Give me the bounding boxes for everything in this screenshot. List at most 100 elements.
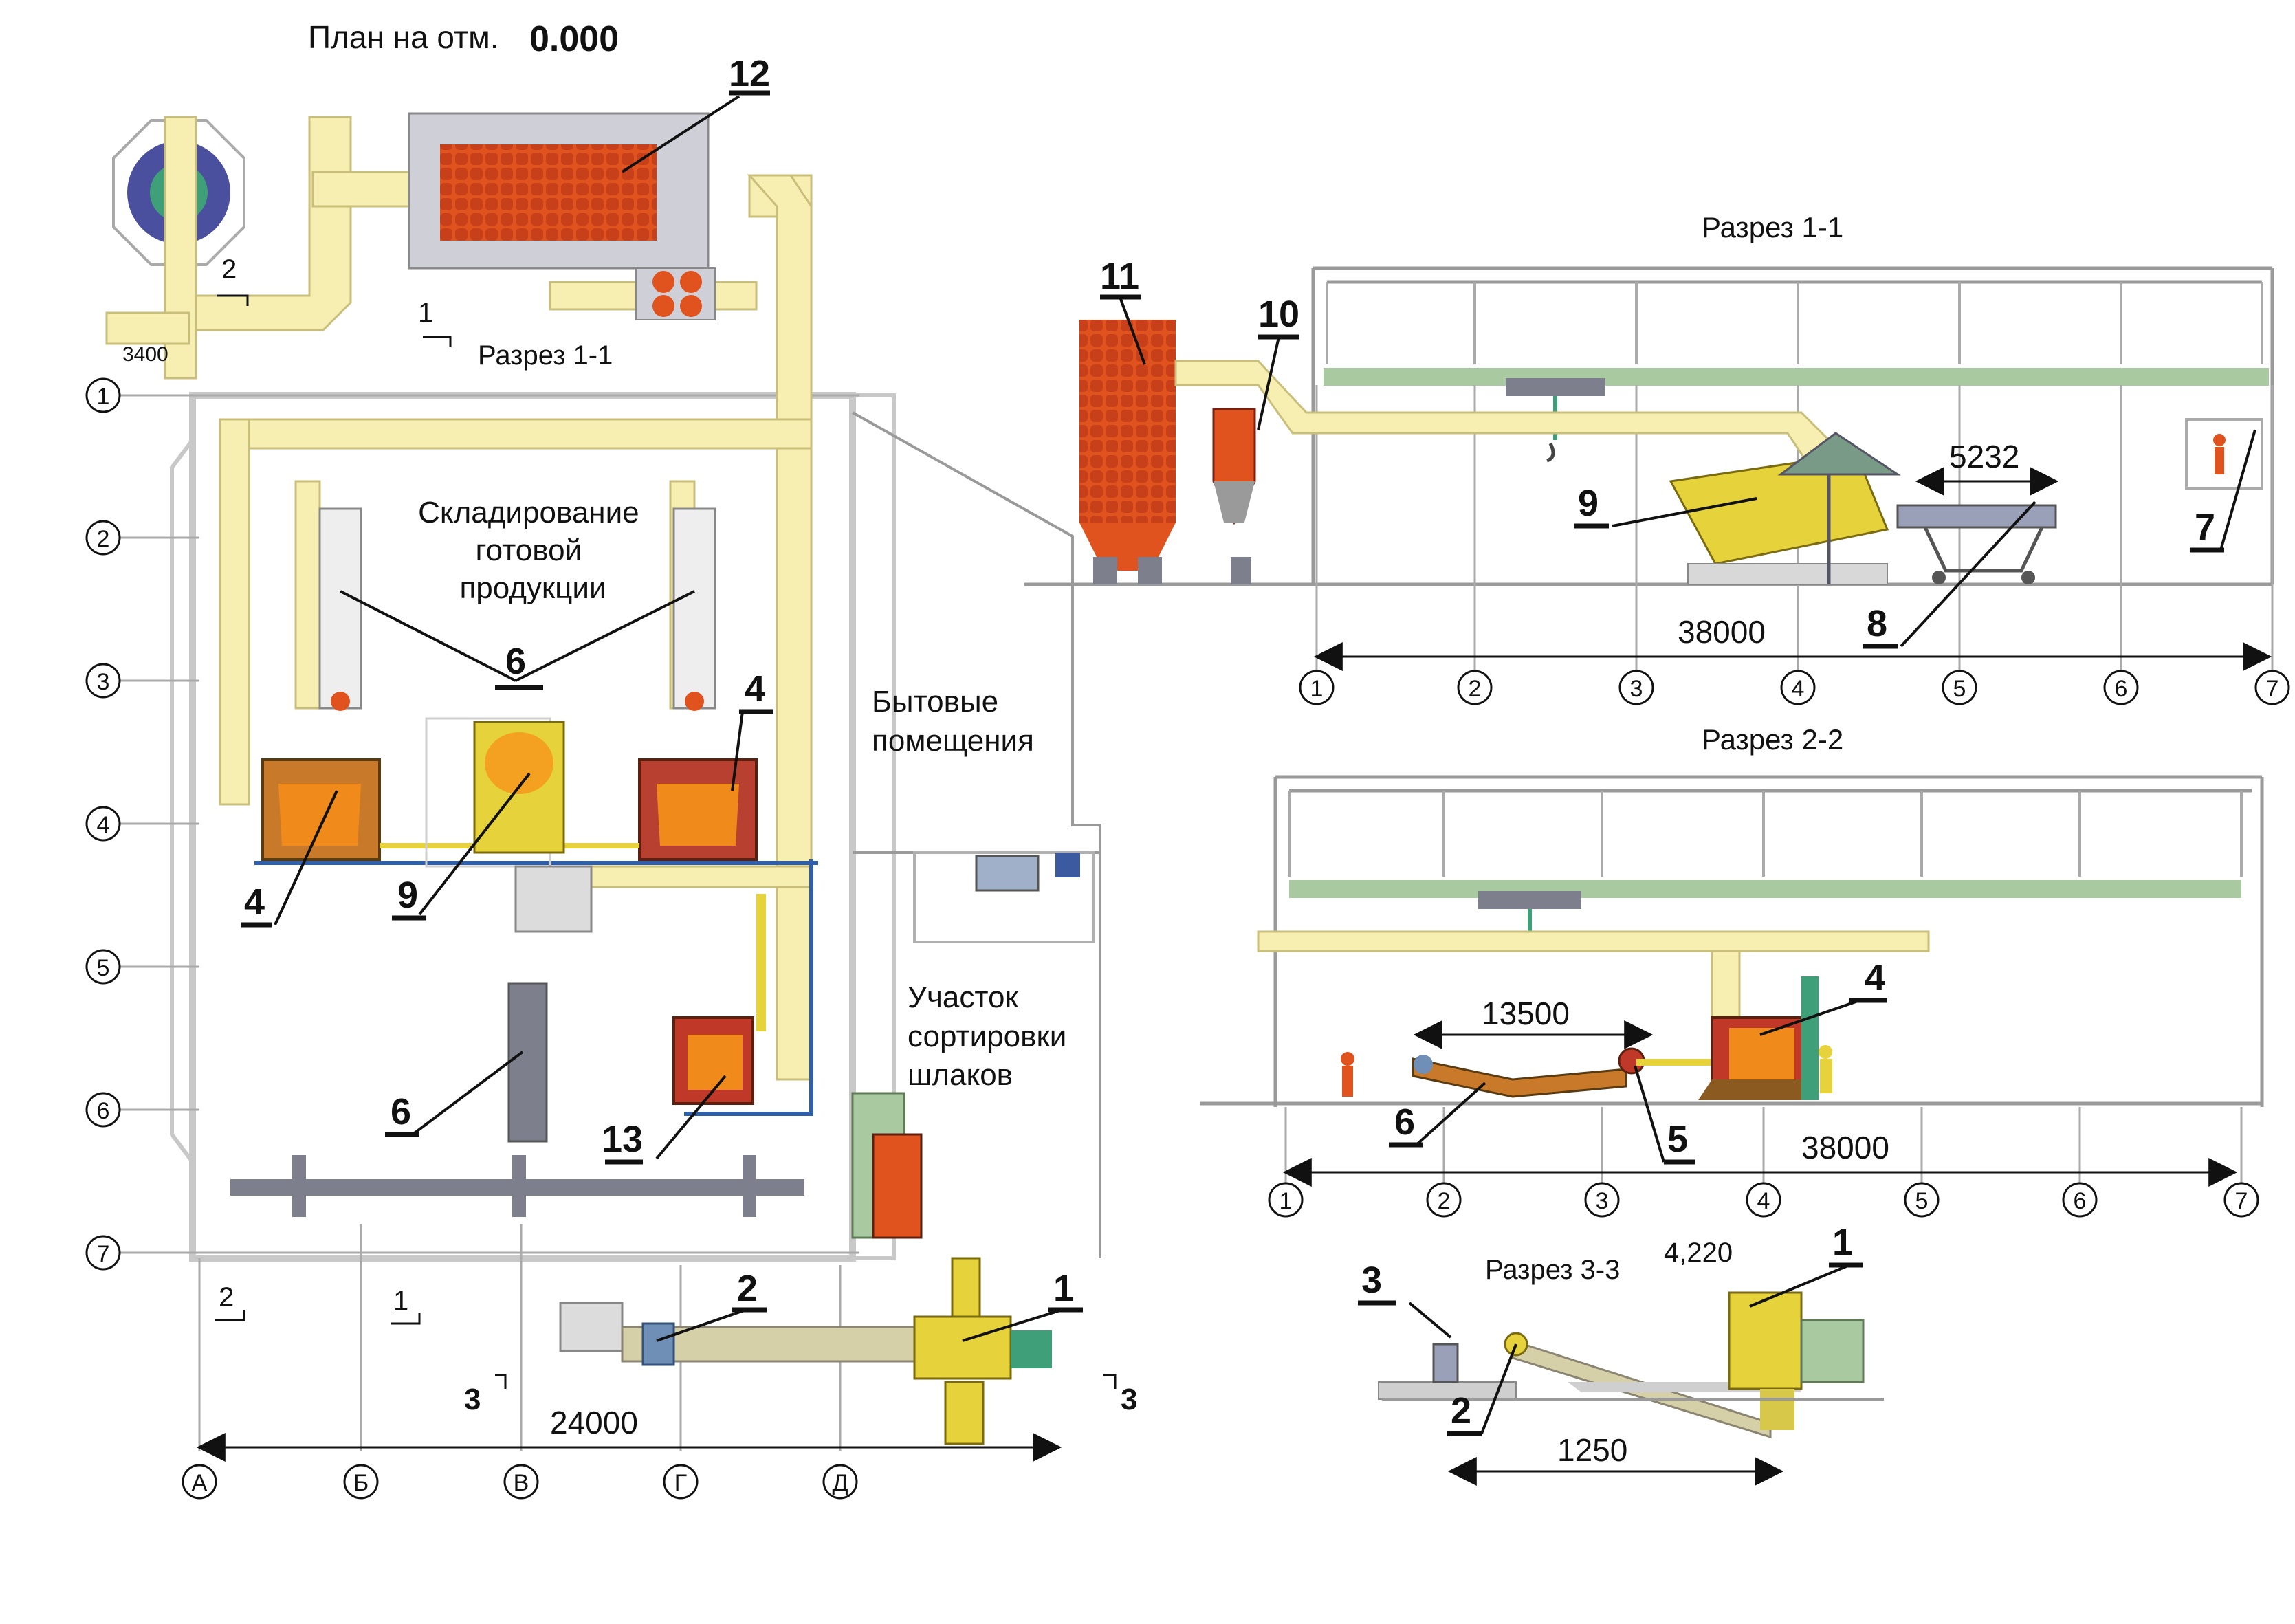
plan-cut-mark-1-top: 1 <box>418 298 433 328</box>
plan-row-axis-1: 1 <box>97 384 110 410</box>
callout-9-section: 9 <box>1578 483 1599 524</box>
conveyor-2-drive <box>641 1322 675 1366</box>
callout-5: 5 <box>1667 1119 1688 1160</box>
plan-section-label: Разрез 1-1 <box>478 340 613 371</box>
s22-axis-3: 3 <box>1596 1188 1609 1214</box>
dim-13500: 13500 <box>1482 996 1570 1031</box>
duct-2-2 <box>1257 930 1930 952</box>
plan-title-prefix: План на отм. <box>308 19 498 55</box>
plan-title-level: 0.000 <box>529 19 619 59</box>
callout-13: 13 <box>602 1119 643 1160</box>
zone-household-label: Бытовые помещения <box>872 685 1034 758</box>
callout-7: 7 <box>2195 507 2215 548</box>
plan-dim-24000: 24000 <box>550 1405 638 1440</box>
callout-4-left: 4 <box>244 881 265 923</box>
plan-row-axes: 1 2 3 4 5 6 7 <box>85 377 121 1271</box>
plan-cut-mark-1-bottom: 1 <box>393 1286 408 1316</box>
crusher-1-plan <box>913 1315 1012 1380</box>
s22-axis-7: 7 <box>2235 1188 2248 1214</box>
section-1-1-title: Разрез 1-1 <box>1702 211 1843 243</box>
plan-view: План на отм. 0.000 <box>85 19 1137 1500</box>
dim-38000-1-1: 38000 <box>1678 614 1766 650</box>
plan-row-axis-7: 7 <box>97 1241 110 1267</box>
s11-axis-2: 2 <box>1469 676 1482 702</box>
s11-axis-6: 6 <box>2115 676 2128 702</box>
s22-axis-1: 1 <box>1280 1188 1293 1214</box>
callout-6-section: 6 <box>1394 1101 1415 1143</box>
s22-axis-6: 6 <box>2074 1188 2087 1214</box>
dim-4220: 4,220 <box>1664 1238 1733 1268</box>
plan-row-axis-3: 3 <box>97 669 110 695</box>
callout-2-plan: 2 <box>737 1268 758 1309</box>
s11-axis-7: 7 <box>2266 676 2279 702</box>
plan-col-axis-a: А <box>192 1470 208 1496</box>
callout-6-lower: 6 <box>391 1091 411 1132</box>
plan-row-axis-2: 2 <box>97 526 110 552</box>
s22-axis-2: 2 <box>1438 1188 1451 1214</box>
dim-1250: 1250 <box>1557 1432 1627 1468</box>
machine-9-drum <box>485 732 553 794</box>
plan-row-axis-5: 5 <box>97 955 110 981</box>
scrubber-octagon <box>112 119 245 266</box>
crane-beam-1-1 <box>1324 368 2269 386</box>
plan-col-axis-d: Д <box>832 1470 848 1496</box>
plan-cut-mark-2-top: 2 <box>221 254 237 285</box>
callout-6-storage: 6 <box>505 641 526 682</box>
callout-12: 12 <box>729 53 770 94</box>
s11-axis-4: 4 <box>1792 676 1805 702</box>
dim-5232: 5232 <box>1949 439 2019 474</box>
plan-row-axis-6: 6 <box>97 1098 110 1124</box>
callout-4-section: 4 <box>1865 957 1885 998</box>
plan-col-axis-b: Б <box>353 1470 369 1496</box>
s22-axis-5: 5 <box>1915 1188 1929 1214</box>
crane-trolley-1-1 <box>1506 378 1605 396</box>
s11-axis-3: 3 <box>1630 676 1643 702</box>
zone-slag-label: Участок сортировки шлаков <box>908 980 1075 1092</box>
burner-block <box>635 267 716 320</box>
filter-11 <box>1079 320 1176 523</box>
plan-cut-mark-3-right: 3 <box>1121 1383 1137 1416</box>
hopper-3 <box>1432 1343 1459 1383</box>
plan-callouts <box>241 90 1083 1342</box>
callout-4-right: 4 <box>745 668 765 710</box>
slag-box <box>1055 853 1080 877</box>
crane-beam-2-2 <box>1289 880 2241 898</box>
callout-3-section: 3 <box>1361 1260 1382 1301</box>
furnace-12 <box>440 144 657 241</box>
storage-column-left <box>318 507 362 710</box>
dim-38000-2-2: 38000 <box>1801 1130 1889 1165</box>
slag-panel <box>975 855 1040 892</box>
scrubber-inlet <box>105 311 190 345</box>
plan-row-axis-4: 4 <box>97 812 110 838</box>
section-1-1: Разрез 1-1 <box>1024 211 2290 705</box>
storage-6-lower <box>507 982 548 1143</box>
s11-axis-1: 1 <box>1310 676 1324 702</box>
converter-4-left-ladle <box>278 784 361 846</box>
callout-10: 10 <box>1258 294 1299 335</box>
machine-9-base <box>514 865 593 933</box>
section-2-2-title: Разрез 2-2 <box>1702 723 1843 756</box>
s11-axis-5: 5 <box>1953 676 1966 702</box>
crusher-1-section <box>1728 1291 1803 1390</box>
plan-col-axis-v: В <box>514 1470 529 1496</box>
storage-column-right <box>672 507 716 710</box>
section-2-2: Разрез 2-2 <box>1200 723 2264 1218</box>
plan-dim-3400: 3400 <box>122 343 168 366</box>
callout-1-section: 1 <box>1832 1222 1853 1263</box>
building-east-wall <box>853 393 896 1260</box>
household-rooms-outline <box>852 411 1101 854</box>
converter-4-right-ladle <box>657 784 739 846</box>
plan-col-axis-g: Г <box>674 1470 687 1496</box>
plan-cut-mark-2-bottom: 2 <box>219 1282 234 1313</box>
section-3-3-title: Разрез 3-3 <box>1485 1255 1620 1285</box>
plan-grid-rows <box>120 394 859 1254</box>
s22-axis-4: 4 <box>1757 1188 1770 1214</box>
slag-room <box>913 851 1095 943</box>
crane-trolley-2-2 <box>1478 891 1581 909</box>
cart-8 <box>1896 504 2057 529</box>
callout-9-plan: 9 <box>397 875 418 916</box>
plan-col-axes: А Б В Г Д <box>182 1464 858 1500</box>
callout-2-section: 2 <box>1451 1390 1471 1431</box>
callout-11: 11 <box>1100 256 1139 297</box>
